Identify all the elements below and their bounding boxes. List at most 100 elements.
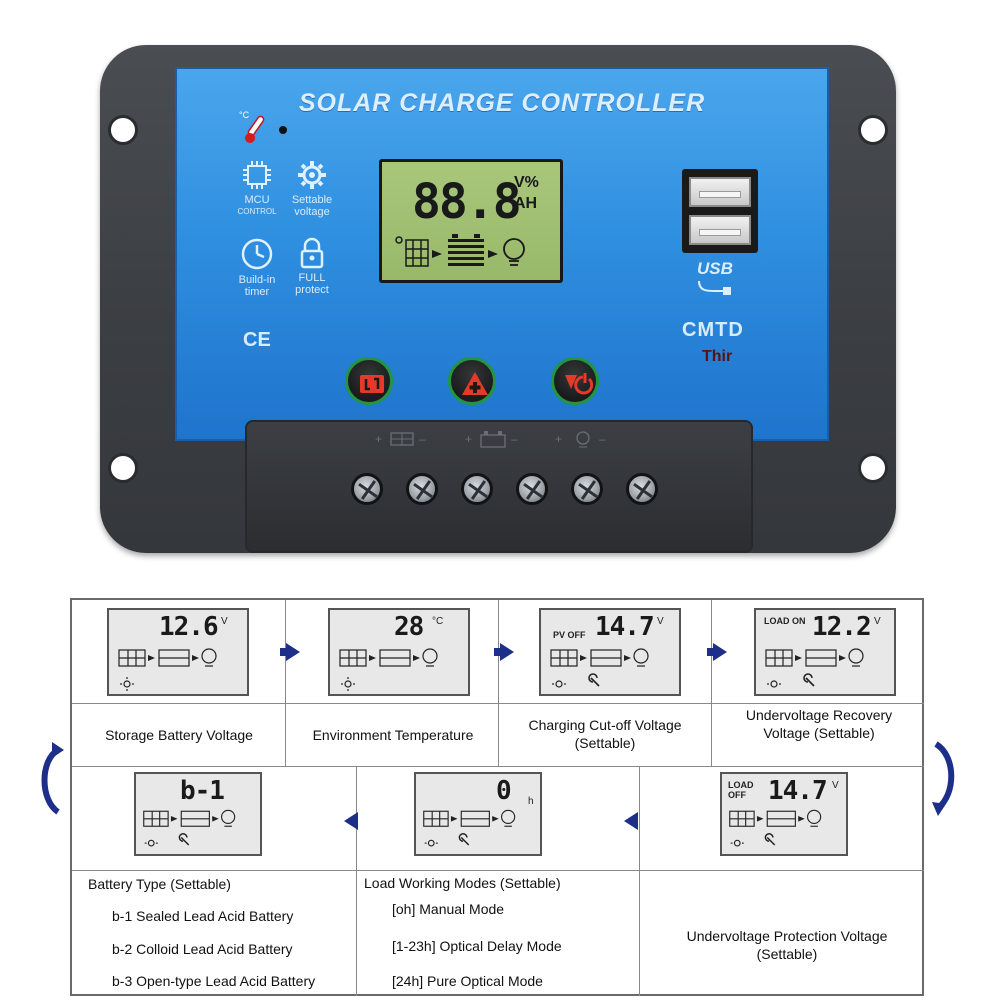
lcd-unit: V (832, 780, 839, 791)
flow-diagram-icon (423, 809, 516, 847)
lcd-screen: 88.8 V% AH (379, 159, 563, 283)
lcd-unit-bottom: AH (514, 195, 538, 212)
svg-text:–: – (419, 432, 426, 446)
flow-arrow-icon (624, 812, 638, 830)
terminal-screw-1[interactable] (351, 473, 383, 505)
flow-diagram-icon (729, 809, 822, 847)
svg-text:°C: °C (239, 110, 250, 120)
lcd-environment-temperature: 28 °C (328, 608, 470, 696)
usb-plug-icon (698, 280, 731, 295)
loop-arrow-left-icon (41, 742, 64, 815)
plus-arrow-icon (462, 372, 488, 395)
menu-button[interactable] (345, 357, 393, 405)
device-title: SOLAR CHARGE CONTROLLER (298, 89, 706, 117)
lcd-load-working-mode: 0 h (414, 772, 542, 856)
lcd-prefix: LOAD OFF (728, 780, 754, 800)
feature-full-protect: FULL protect (282, 237, 342, 296)
feature-timer: Build-in timer (227, 237, 287, 298)
lcd-value: b-1 (180, 776, 225, 806)
flow-diagram-icon (395, 234, 525, 267)
caption-undervoltage-protection: Undervoltage Protection Voltage (Settabl… (686, 928, 888, 962)
lcd-value: 28 (394, 612, 424, 642)
feature-mcu-sub: CONTROL (237, 207, 277, 216)
gear-icon (298, 161, 326, 189)
chip-icon (243, 161, 271, 189)
lcd-unit: h (528, 796, 534, 807)
mount-hole-bottom-right (858, 453, 888, 483)
lcd-unit-top: V% (514, 174, 539, 191)
flow-diagram-icon (550, 648, 649, 688)
flow-diagram-icon (765, 648, 864, 688)
svg-text:+: + (555, 432, 562, 446)
lamp-symbol-icon: + – (555, 431, 606, 448)
terminal-screw-3[interactable] (461, 473, 493, 505)
lcd-undervoltage-protection: LOAD OFF 14.7 V (720, 772, 848, 856)
lcd-charging-cutoff: PV OFF 14.7 V (539, 608, 681, 696)
load-mode-item: [oh] Manual Mode (392, 901, 505, 917)
caption-battery-voltage: Storage Battery Voltage (105, 727, 253, 743)
feature-settable-voltage: Settable voltage (282, 159, 342, 218)
feature-timer-label: Build-in timer (238, 274, 276, 298)
feature-settable-label: Settable voltage (291, 194, 333, 218)
load-mode-item: [24h] Pure Optical Mode (392, 973, 543, 989)
loop-arrow-right-icon (932, 741, 955, 816)
lcd-battery-voltage: 12.6 V (107, 608, 249, 696)
svg-text:–: – (511, 432, 518, 446)
flow-arrow-icon (494, 643, 514, 661)
lcd-unit: V (221, 616, 228, 627)
down-power-button[interactable] (551, 357, 599, 405)
flow-diagram-icon (143, 809, 236, 847)
flow-arrow-icon (280, 643, 300, 661)
flow-diagram-icon (118, 648, 217, 691)
thermometer-icon: °C (239, 110, 287, 143)
display-mode-guide: 12.6 V 28 °C PV OFF 14.7 V (70, 598, 924, 996)
up-button[interactable] (448, 357, 496, 405)
lcd-value: 14.7 (595, 612, 655, 642)
load-mode-item: [1-23h] Optical Delay Mode (392, 938, 562, 954)
terminal-block (245, 420, 753, 553)
mount-hole-top-right (858, 115, 888, 145)
terminal-screw-2[interactable] (406, 473, 438, 505)
lcd-prefix: LOAD ON (764, 616, 806, 626)
usb-label: USB (697, 259, 733, 278)
ce-mark: CE (243, 329, 271, 351)
flow-diagram-icon (339, 648, 438, 691)
battery-symbol-icon: + – (465, 431, 518, 448)
clock-icon (241, 238, 273, 270)
terminal-screw-5[interactable] (571, 473, 603, 505)
lcd-value: 0 (496, 776, 512, 806)
terminal-screw-6[interactable] (626, 473, 658, 505)
battery-type-item: b-1 Sealed Lead Acid Battery (112, 908, 294, 924)
brand-name: CMTD (682, 319, 744, 341)
flow-arrow-icon (707, 643, 727, 661)
lcd-undervoltage-recovery: LOAD ON 12.2 V (754, 608, 896, 696)
brand-sub: Thir (702, 348, 733, 365)
mount-hole-top-left (108, 115, 138, 145)
mount-hole-bottom-left (108, 453, 138, 483)
solar-charge-controller: SOLAR CHARGE CONTROLLER °C MCU CONTROL (100, 45, 896, 553)
caption-undervoltage-recovery: Undervoltage Recovery Voltage (Settable) (745, 707, 893, 741)
lcd-value: 14.7 (768, 776, 828, 806)
battery-type-item: b-3 Open-type Lead Acid Battery (112, 973, 316, 989)
terminal-screw-4[interactable] (516, 473, 548, 505)
feature-mcu-label: MCU (244, 194, 270, 206)
caption-charging-cutoff: Charging Cut-off Voltage (Settable) (528, 717, 682, 751)
lcd-unit: °C (432, 616, 444, 627)
lcd-digits: 88.8 (412, 174, 522, 230)
usb-ports (682, 169, 758, 253)
svg-text:–: – (599, 432, 606, 446)
menu-icon (360, 375, 384, 393)
svg-text:+: + (375, 432, 382, 446)
usb-port-top[interactable] (689, 177, 751, 207)
battery-type-item: b-2 Colloid Lead Acid Battery (112, 941, 293, 957)
lcd-unit: V (874, 616, 881, 627)
battery-type-heading: Battery Type (Settable) (88, 876, 231, 892)
flow-arrow-icon (344, 812, 358, 830)
power-icon (565, 373, 593, 395)
svg-text:+: + (465, 432, 472, 446)
usb-port-bottom[interactable] (689, 215, 751, 245)
lcd-battery-type: b-1 (134, 772, 262, 856)
lcd-value: 12.2 (812, 612, 872, 642)
lcd-unit: V (657, 616, 664, 627)
lcd-prefix: PV OFF (553, 630, 586, 640)
